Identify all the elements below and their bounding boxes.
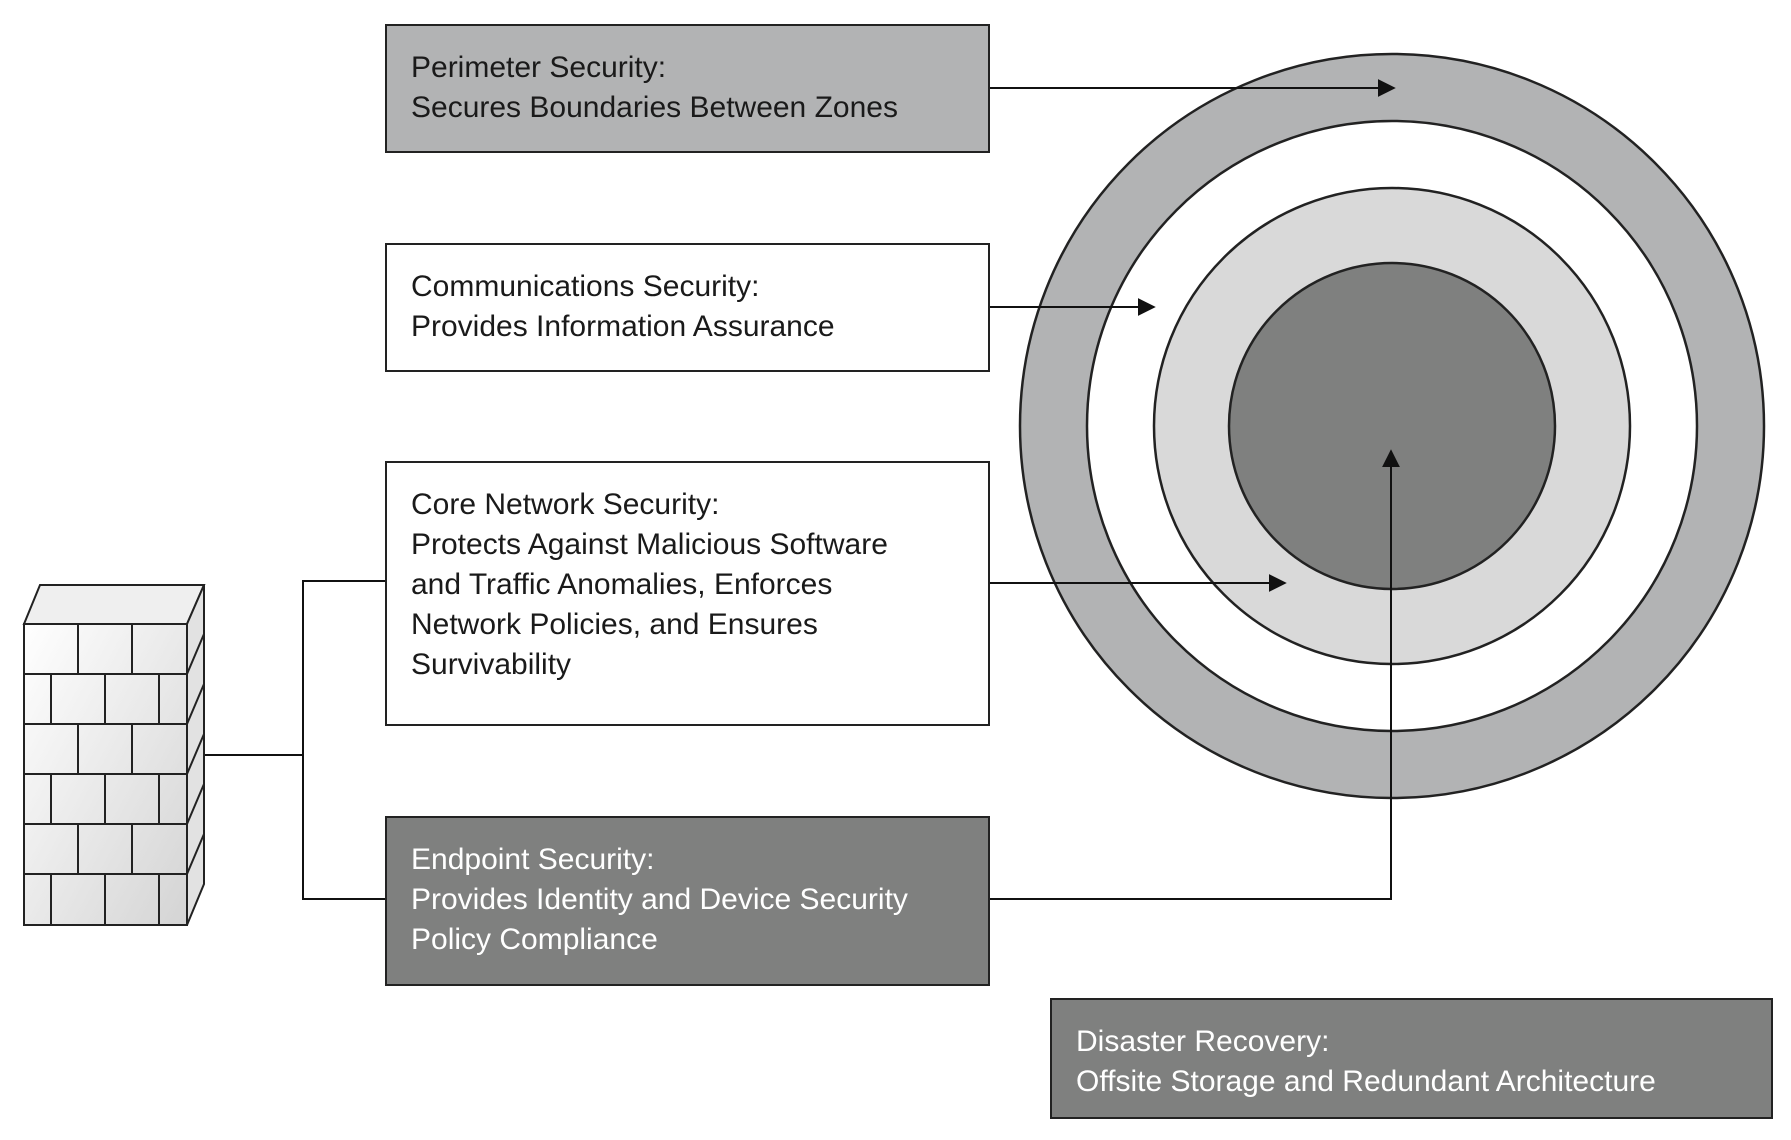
disaster-recovery-title: Disaster Recovery:: [1076, 1025, 1330, 1058]
disaster-recovery-desc: Offsite Storage and Redundant Architectu…: [1076, 1065, 1656, 1098]
disaster-recovery-box: Disaster Recovery: Offsite Storage and R…: [1050, 998, 1773, 1119]
endpoint-security-title: Endpoint Security:: [411, 843, 655, 876]
perimeter-security-title: Perimeter Security:: [411, 51, 667, 84]
perimeter-security-desc: Secures Boundaries Between Zones: [411, 91, 898, 124]
firewall-bracket: [302, 580, 385, 900]
core-network-security-desc-line: Survivability: [411, 648, 572, 681]
core-network-security-title: Core Network Security:: [411, 488, 720, 521]
endpoint-security-desc-line: Provides Identity and Device Security: [411, 883, 908, 916]
communications-security-box: Communications Security: Provides Inform…: [385, 243, 990, 372]
endpoint-security-box: Endpoint Security: Provides Identity and…: [385, 816, 990, 986]
communications-security-title: Communications Security:: [411, 270, 760, 303]
endpoint-arrow: [990, 449, 1400, 900]
core-network-security-desc-line: Network Policies, and Ensures: [411, 608, 818, 641]
firewall-icon: [22, 584, 206, 926]
core-network-security-box: Core Network Security: Protects Against …: [385, 461, 990, 726]
communications-security-desc: Provides Information Assurance: [411, 310, 835, 343]
endpoint-security-desc-line: Policy Compliance: [411, 923, 658, 956]
perimeter-security-box: Perimeter Security: Secures Boundaries B…: [385, 24, 990, 153]
core-network-security-desc-line: and Traffic Anomalies, Enforces: [411, 568, 833, 601]
core-network-security-desc-line: Protects Against Malicious Software: [411, 528, 888, 561]
security-rings: [1018, 52, 1766, 800]
connectors: [196, 79, 1400, 900]
